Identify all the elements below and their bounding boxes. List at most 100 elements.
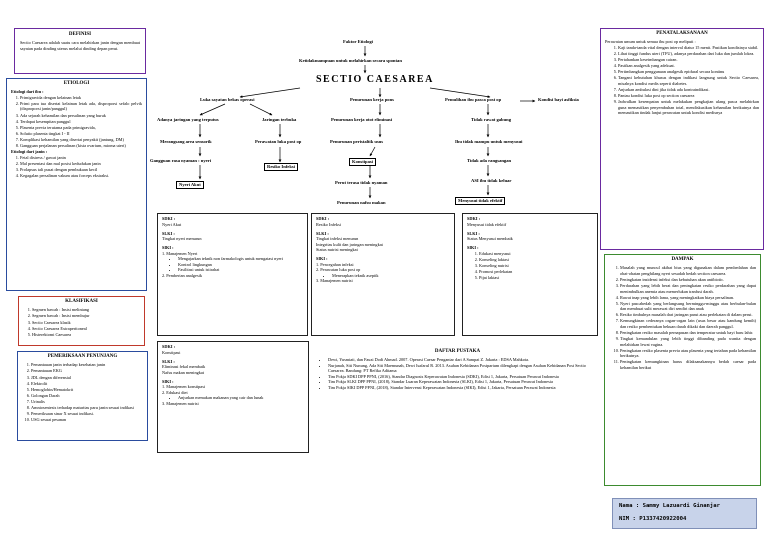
siki4-item-1: 1. Manajemen konstipasi — [162, 384, 206, 389]
etiologi-janin-heading: Etiologi dari janin : — [11, 149, 48, 155]
penatalaksanaan-item: Anjurkan ambulasi dini jika tidak ada ko… — [618, 87, 759, 93]
sdki4-label: SDKI : — [162, 344, 176, 349]
sdki4-value: Konstipasi — [162, 349, 181, 355]
siki3-item: Promosi perlekatan — [479, 269, 593, 275]
siki4-item-3: 3. Manajemen nutrisi — [162, 400, 199, 406]
dampak-item: Masalah yang muncul akibat bius yang dig… — [620, 265, 756, 276]
siki3-list: Edukasi menyusuiKonseling laktasiKonseli… — [467, 251, 593, 281]
penatalaksanaan-list: Kaji tanda-tanda vital dengan interval d… — [605, 45, 759, 116]
pemeriksaan-list: Pemantauan janin terhadap kesehatan jani… — [22, 362, 143, 422]
dampak-title: DAMPAK — [671, 257, 694, 262]
etiologi-ibu-item: Primi para tua disertai kelainan letak a… — [20, 101, 142, 112]
pustaka-panel: DAFTAR PUSTAKA Dewi, Yusmiati, dan Fauzi… — [316, 347, 599, 477]
sdki2-label: SDKI : — [316, 216, 330, 221]
siki2-sub-item: Menerapkan teknik aseptik — [332, 273, 450, 279]
dampak-item: Kemungkinan cederanya organ-organ lain (… — [620, 318, 756, 329]
etiologi-panel: ETIOLOGI Etiologi dari ibu : Primigravid… — [6, 78, 147, 291]
pustaka-title: DAFTAR PUSTAKA — [434, 349, 481, 354]
pemeriksaan-title: PEMERIKSAAN PENUNJANG — [47, 354, 118, 359]
identity-box: Nama : Sammy Lazuardi Ginanjar NIM : P13… — [612, 498, 757, 529]
slki2-value-3: Status nutrisi meningkat — [316, 247, 358, 252]
pemeriksaan-panel: PEMERIKSAAN PENUNJANG Pemantauan janin t… — [17, 351, 148, 441]
dampak-item: Peningkatan resiko masalah pernapasan da… — [620, 330, 756, 336]
slki4-value: Eliminasi fekal membaik — [162, 364, 206, 369]
siki1-label: SIKI : — [162, 245, 174, 250]
penatalaksanaan-item: Kaji tanda-tanda vital dengan interval d… — [618, 45, 759, 51]
pemulihan-ibu-node: Pemulihan ibu pasca post op — [445, 97, 502, 102]
siki4-sub-item: Anjurkan memakan makanan yang cair dan l… — [178, 395, 304, 401]
siki4-sub-list: Anjurkan memakan makanan yang cair dan l… — [162, 395, 304, 401]
etiologi-ibu-item: Komplikasi kehamilan yang disertai penya… — [20, 137, 142, 143]
siki1-sub-item: Kontrol lingkungan — [178, 262, 303, 268]
slki1-label: SLKI : — [162, 230, 175, 236]
penatalaksanaan-item: Jadwalkan kesempatan untuk melakukan pen… — [618, 99, 759, 116]
pustaka-item: Nurjanah, Siti Nunung, Ada Siti Maemunah… — [328, 363, 595, 374]
slki2-label: SLKI : — [316, 230, 329, 236]
penurunan-nafsu-node: Penurunan nafsu makan — [337, 200, 386, 205]
siki1-sub-item: Mengajarkan teknik non farmakologis untu… — [178, 256, 303, 262]
sdki-menyusui-panel: SDKI : Menyusui tidak efektif SLKI : Sta… — [462, 213, 598, 336]
penatalaksanaan-item: Tangani kebutuhan khusus dengan indikasi… — [618, 75, 759, 86]
siki1-sub-item: Fasilitasi untuk istirahat — [178, 267, 303, 273]
etiologi-janin-item: Prolapsus tali pusat dengan pembukaan ke… — [20, 167, 142, 173]
klasifikasi-item: Segmen bawah : Insisi membujur — [32, 313, 140, 319]
sdki2-value: Resiko Infeksi — [316, 221, 341, 227]
etiologi-ibu-item: Solutio plasenta tingkat I - II — [20, 131, 142, 137]
asi-tidak-keluar-node: ASI ibu tidak keluar — [471, 178, 512, 183]
etiologi-ibu-item: Primigravida dengan kelainan letak — [20, 95, 142, 101]
siki1-main: 1. Manajemen Nyeri — [162, 250, 198, 256]
pustaka-list: Dewi, Yusmiati, dan Fauzi Dodi Ahmad. 20… — [320, 357, 595, 390]
klasifikasi-item: Histerektomi Caesarea — [32, 332, 140, 338]
pustaka-item: Tim Pokja SIKI DPP PPNI, (2018), Standar… — [328, 385, 595, 391]
dampak-item: Peningkatan kemungkinan harus dilaksanak… — [620, 359, 756, 370]
pemeriksaan-item: Elektrolit — [31, 381, 143, 387]
pemeriksaan-item: Hemoglobin/Hematokrit — [31, 387, 143, 393]
ibu-tidak-mampu-node: Ibu tidak mampu untuk menyusui — [455, 139, 523, 144]
pustaka-item: Tim Pokja SLKI DPP PPNI, (2018), Standar… — [328, 379, 595, 385]
menyusui-tidak-efektif-box: Menyusui tidak efektif — [455, 197, 506, 205]
perawatan-luka-node: Perawatan luka post op — [255, 139, 302, 144]
pemeriksaan-item: JDL dengan diferensial — [31, 375, 143, 381]
dampak-item: Resiko timbulnya masalah dari jaringan p… — [620, 312, 756, 318]
sdki3-label: SDKI : — [467, 216, 481, 221]
siki3-item: Pijat laktasi — [479, 275, 593, 281]
definisi-panel: DEFINISI Sectio Caesarea adalah suatu ca… — [14, 28, 146, 74]
student-name: Nama : Sammy Lazuardi Ginanjar — [619, 503, 721, 509]
dampak-panel: DAMPAK Masalah yang muncul akibat bius y… — [604, 254, 761, 486]
luka-sayatan-node: Luka sayatan bekas operasi — [200, 97, 255, 102]
siki3-item: Konseling laktasi — [479, 257, 593, 263]
klasifikasi-title: KLASIFIKASI — [65, 299, 98, 304]
klasifikasi-item: Sectio Caesarea klasik — [32, 320, 140, 326]
tidak-ada-rangsangan-node: Tidak ada rangsangan — [467, 158, 512, 163]
penatalaksanaan-item: Pertahankan keseimbangan cairan. — [618, 57, 759, 63]
perut-tidak-nyaman-node: Perut terasa tidak nyaman — [335, 180, 388, 185]
penatalaksanaan-title: PENATALAKSANAAN — [656, 31, 708, 36]
tidak-rawat-gabung-node: Tidak rawat gabung — [471, 117, 511, 122]
merangsang-node: Merangsang area sensorik — [160, 139, 212, 144]
sdki-infeksi-panel: SDKI : Resiko Infeksi SLKI : Tingkat inf… — [311, 213, 455, 336]
slki4-label: SLKI : — [162, 358, 175, 364]
penatalaksanaan-item: Pertimbangkan penggunaan analgesik epidu… — [618, 69, 759, 75]
slki4-value-2: Nafsu makan meningkat — [162, 369, 205, 375]
pemeriksaan-item: Pemantauan janin terhadap kesehatan jani… — [31, 362, 143, 368]
penurunan-otot-node: Penurunan kerja otot eliminasi — [331, 117, 393, 122]
pemeriksaan-item: Urinalis — [31, 399, 143, 405]
siki2-sub-list: Menerapkan teknik aseptik — [316, 273, 450, 279]
etiologi-janin-list: Fetal distress / gawat janinMal presenta… — [11, 155, 142, 179]
adanya-jaringan-node: Adanya jaringan yang terputus — [157, 117, 219, 122]
pemeriksaan-item: Golongan Darah — [31, 393, 143, 399]
klasifikasi-item: Segmen bawah : Insisi melintang — [32, 307, 140, 313]
jaringan-terbuka-node: Jaringan terbuka — [262, 117, 297, 122]
etiologi-janin-item: Fetal distress / gawat janin — [20, 155, 142, 161]
siki3-label: SIKI : — [467, 245, 479, 250]
sdki1-value: Nyeri Akut — [162, 221, 182, 227]
dampak-item: Rawat inap yang lebih lama, yang meningk… — [620, 295, 756, 301]
siki3-item: Edukasi menyusui — [479, 251, 593, 257]
etiologi-janin-item: Mal presentasi dan mal posisi kedudukan … — [20, 161, 142, 167]
dampak-item: Peningkatan resiko plasenta previa atau … — [620, 348, 756, 359]
slki3-value: Status Menyusui membaik — [467, 236, 513, 241]
ketidakmampuan-node: Ketidakmampuan untuk melahirkan secara s… — [299, 58, 402, 63]
pemeriksaan-item: Pemeriksaan sinar X sesuai indikasi. — [31, 411, 143, 417]
etiologi-ibu-item: Gangguan perjalanan persalinan (kista ov… — [20, 143, 142, 149]
